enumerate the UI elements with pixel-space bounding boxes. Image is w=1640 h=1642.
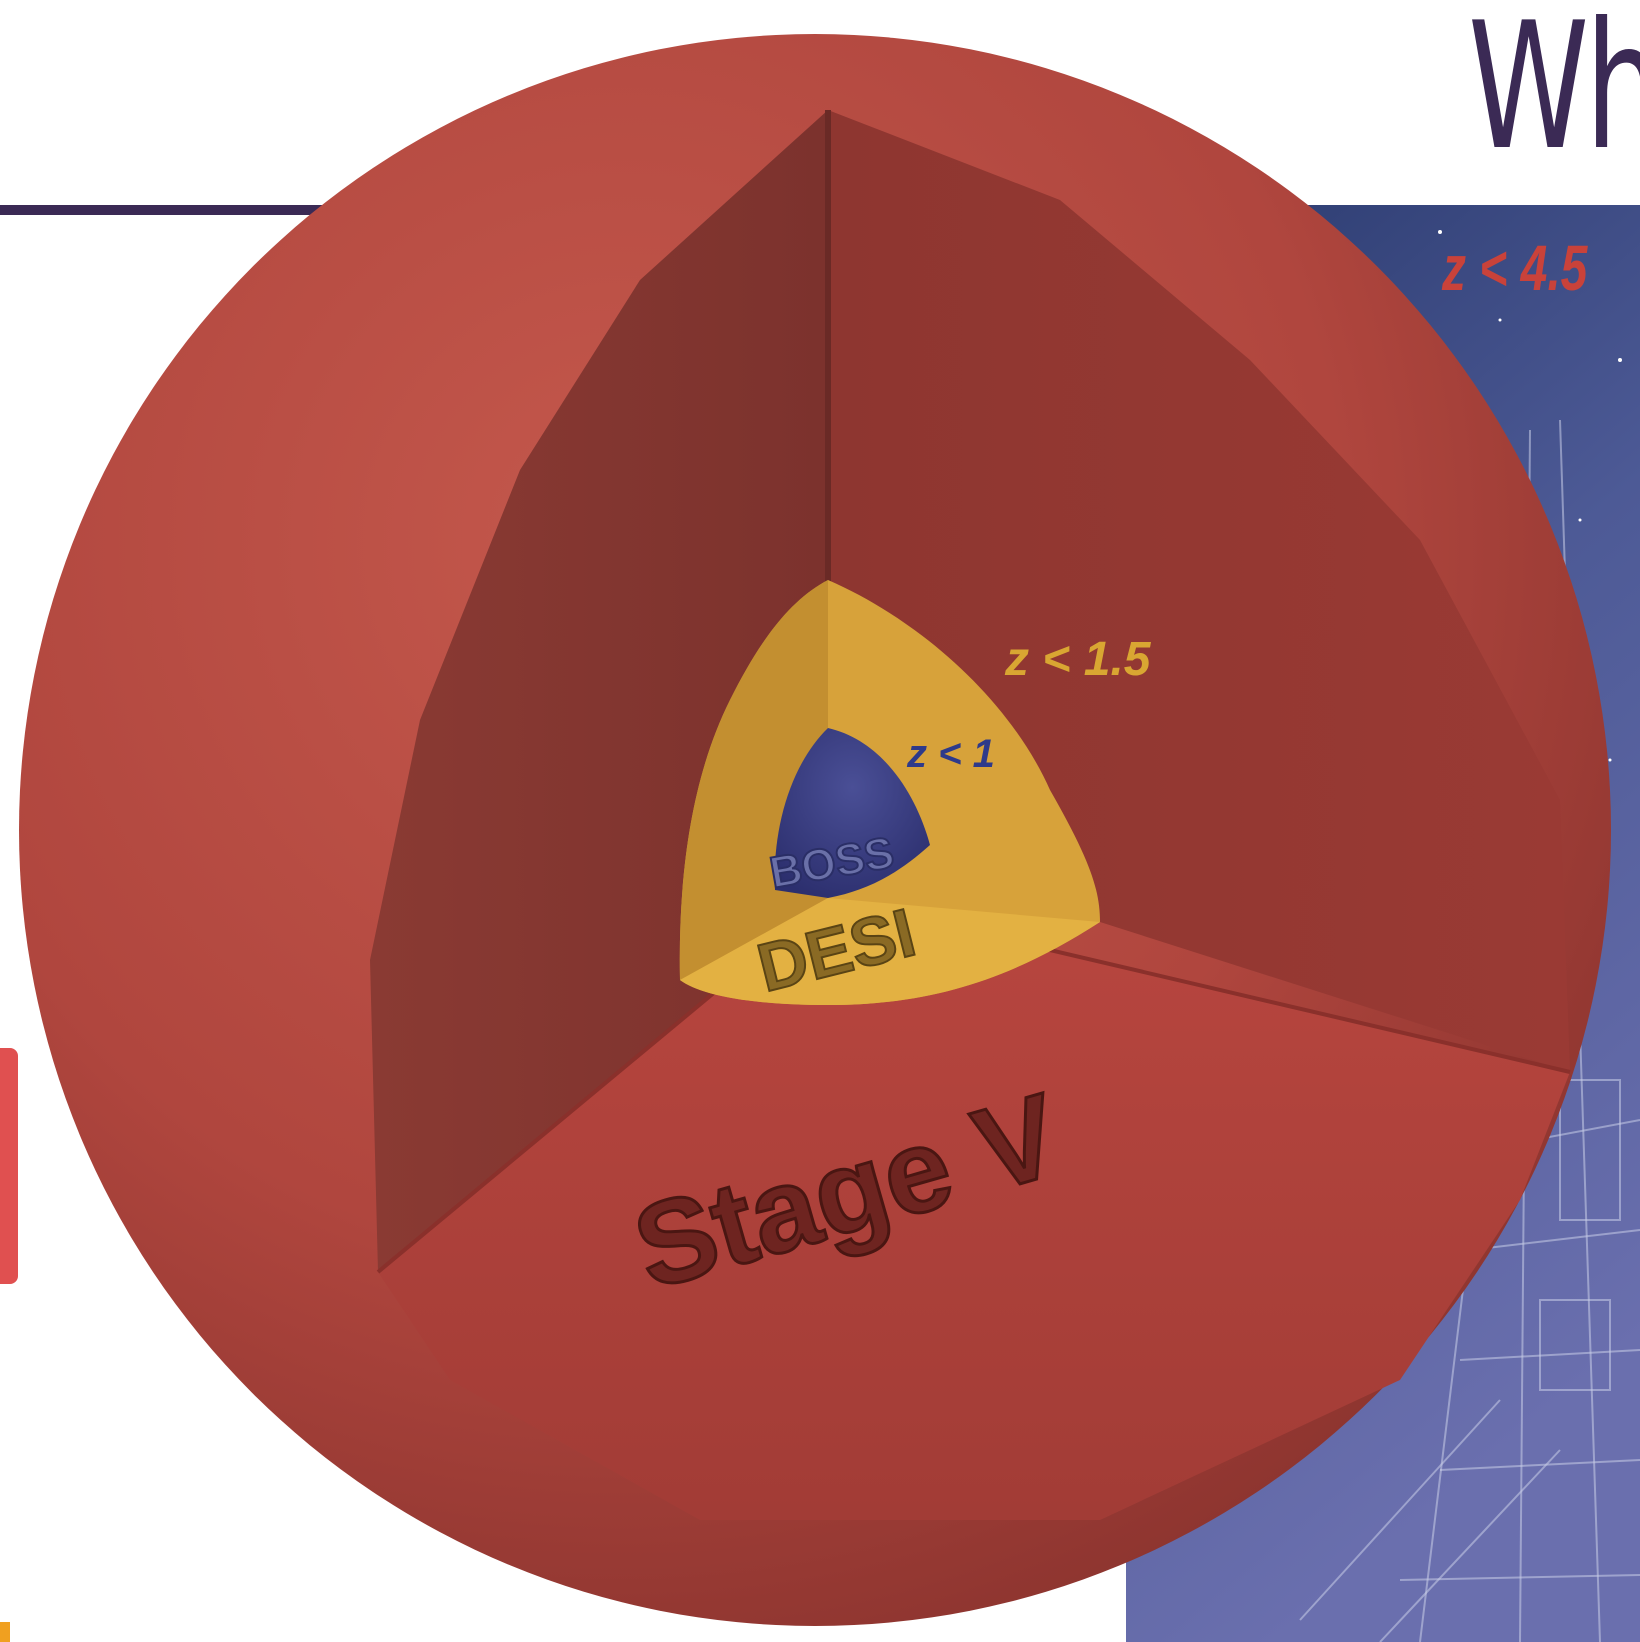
left-accent-bar	[0, 1048, 18, 1284]
middle-redshift-label: z < 1.5	[1004, 633, 1152, 686]
bottom-left-accent	[0, 1622, 10, 1642]
outer-redshift-label: z < 4.5	[1441, 232, 1589, 303]
inner-redshift-label: z < 1	[906, 732, 995, 776]
cutaway-floor	[378, 898, 1570, 1520]
slide-title-fragment: Wh	[1468, 0, 1640, 189]
boss-inner-core	[774, 728, 930, 898]
